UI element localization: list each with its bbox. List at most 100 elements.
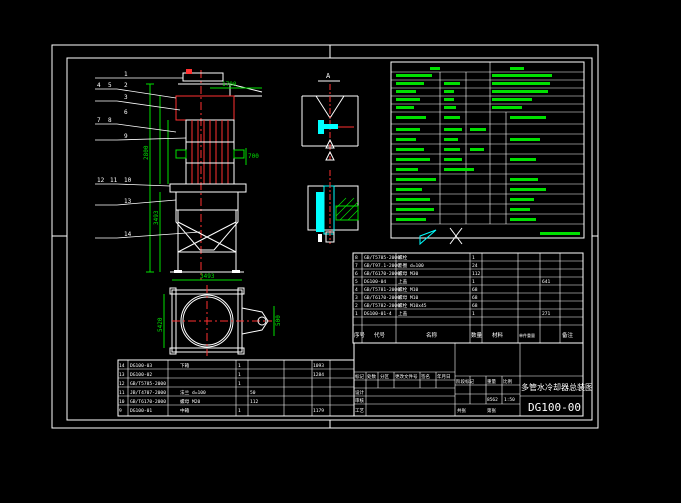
balloon-10: 10 <box>124 177 132 184</box>
ut-header-code: 代号 <box>374 331 386 339</box>
drawing-frame <box>51 44 599 429</box>
top-view-dims: 3493 5420 500 <box>157 273 282 332</box>
ut-row-5-no: 5 <box>355 279 358 285</box>
lt-row-11-code: JB/T4707-2000 <box>130 390 166 396</box>
ut-row-6-code: GB/T6170-2000 <box>364 271 400 277</box>
balloon-4: 4 <box>97 82 101 89</box>
ut-row-3-code: GB/T6170-2000 <box>364 295 400 301</box>
top-view <box>163 279 275 356</box>
section-view-a: A <box>301 72 359 244</box>
ut-row-1-code: DG100-01-4 <box>364 311 392 317</box>
tb-label-weight: 重量 <box>487 378 496 385</box>
ut-row-7-name: 垫圈 d=100 <box>398 262 424 269</box>
tb-label-mark: 标记 <box>355 373 364 380</box>
drawing-number: DG100-00 <box>528 401 581 414</box>
balloon-8: 8 <box>108 117 112 124</box>
ut-row-1-no: 1 <box>355 311 358 317</box>
drawing-title: 多管水冷却器总装图 <box>521 382 593 392</box>
ut-row-8-no: 8 <box>355 255 358 261</box>
tb-label-design: 设计 <box>355 389 364 396</box>
tb-label-change: 更改文件号 <box>395 373 418 380</box>
ut-row-1-qty: 1 <box>472 311 475 317</box>
ut-header-weight: 单件重量 <box>519 332 535 338</box>
ut-row-8-code: GB/T5785-2000 <box>364 255 400 261</box>
ut-row-4-qty: 68 <box>472 287 478 293</box>
ut-row-5-qty: 1 <box>472 279 475 285</box>
ut-row-4-no: 4 <box>355 287 358 293</box>
dim-1700: 1700 <box>222 81 237 88</box>
ut-row-8-name: 螺栓 <box>398 254 408 261</box>
lt-row-13-code: DG100-02 <box>130 372 152 378</box>
ut-row-2-no: 2 <box>355 303 358 309</box>
tb-label-date: 年月日 <box>437 373 451 380</box>
dim-2800: 2800 <box>143 145 150 160</box>
lt-row-12-qty: 1 <box>238 381 241 387</box>
dim-5420: 5420 <box>157 317 164 332</box>
lt-row-13-weight: 1284 <box>313 372 324 378</box>
lt-row-11-qty: 50 <box>250 390 256 396</box>
ut-header-remark: 备注 <box>562 331 574 339</box>
ut-row-4-code: GB/T5781-2000 <box>364 287 400 293</box>
lt-row-14-name: 下箱 <box>180 362 190 369</box>
lt-row-12-no: 12 <box>119 381 125 387</box>
dim-700: 700 <box>248 153 259 160</box>
ut-row-8-qty: 1 <box>472 255 475 261</box>
ut-row-5-name: 上盖 <box>398 278 408 285</box>
section-label-a: A <box>326 72 331 80</box>
tb-scale-value: 1:50 <box>504 397 515 403</box>
tb-label-review: 审核 <box>355 397 364 404</box>
ut-row-7-qty: 24 <box>472 263 478 269</box>
lt-row-9-weight: 1179 <box>313 408 324 414</box>
lt-row-13-no: 13 <box>119 372 125 378</box>
ut-header-name: 名称 <box>426 331 438 339</box>
balloon-6: 6 <box>124 109 128 116</box>
ut-row-2-qty: 68 <box>472 303 478 309</box>
lt-row-10-qty: 112 <box>250 399 259 405</box>
ut-header-no: 序号 <box>354 331 366 339</box>
ut-row-6-no: 6 <box>355 271 358 277</box>
lt-row-11-no: 11 <box>119 390 125 396</box>
dim-3493: 3493 <box>153 210 160 225</box>
tb-weight-value: 8562 <box>487 397 498 403</box>
ut-row-5-weight: 641 <box>542 279 551 285</box>
tb-sheets-total: 共张 <box>457 407 466 414</box>
balloon-11: 11 <box>110 177 118 184</box>
ut-header-qty: 数量 <box>471 331 483 339</box>
lt-row-14-qty: 1 <box>238 363 241 369</box>
ut-row-6-name: 螺母 M30 <box>398 270 418 277</box>
upper-parts-table: 8 GB/T5785-2000 螺栓 1 7 GB/T97.1-2000 垫圈 … <box>352 252 584 344</box>
balloon-14: 14 <box>124 231 132 238</box>
tb-label-stage: 阶段标记 <box>456 378 474 385</box>
ut-header-material: 材料 <box>492 331 504 339</box>
ut-row-4-name: 螺栓 M10 <box>398 286 418 293</box>
ut-row-3-no: 3 <box>355 295 358 301</box>
lt-row-10-code: GB/T6170-2000 <box>130 399 166 405</box>
balloon-1: 1 <box>124 71 128 78</box>
dim-3493-top: 3493 <box>200 273 215 280</box>
lt-row-14-no: 14 <box>119 363 125 369</box>
tb-label-count: 处数 <box>367 373 376 380</box>
ut-row-7-code: GB/T97.1-2000 <box>364 263 400 269</box>
balloon-leaders <box>95 77 201 239</box>
front-view <box>169 69 263 280</box>
balloon-9: 9 <box>124 133 128 140</box>
tb-label-scale: 比例 <box>503 378 512 385</box>
lt-row-14-weight: 1093 <box>313 363 324 369</box>
lt-row-9-qty: 1 <box>238 408 241 414</box>
tb-sheet-no: 第张 <box>487 407 496 414</box>
balloon-labels: 1 2 3 4 5 6 7 8 9 10 11 12 13 14 <box>97 71 132 238</box>
lt-row-11-name: 法兰 d=100 <box>180 389 206 396</box>
lt-row-9-code: DG100-01 <box>130 408 152 414</box>
lt-row-10-no: 10 <box>119 399 125 405</box>
lt-row-9-no: 9 <box>119 408 122 414</box>
ut-row-3-name: 螺母 M10 <box>398 294 418 301</box>
balloon-7: 7 <box>97 117 101 124</box>
ut-row-2-code: GB/T5782-2000 <box>364 303 400 309</box>
ut-row-5-code: DG100-04 <box>364 279 386 285</box>
ut-row-1-name: 上盖 <box>398 310 408 317</box>
balloon-13: 13 <box>124 198 132 205</box>
lt-row-13-qty: 1 <box>238 372 241 378</box>
front-dimensions <box>146 83 262 273</box>
title-block: 标记 处数 分区 更改文件号 签名 年月日 设计 审核 工艺 阶段标记 重量 比… <box>353 342 593 417</box>
